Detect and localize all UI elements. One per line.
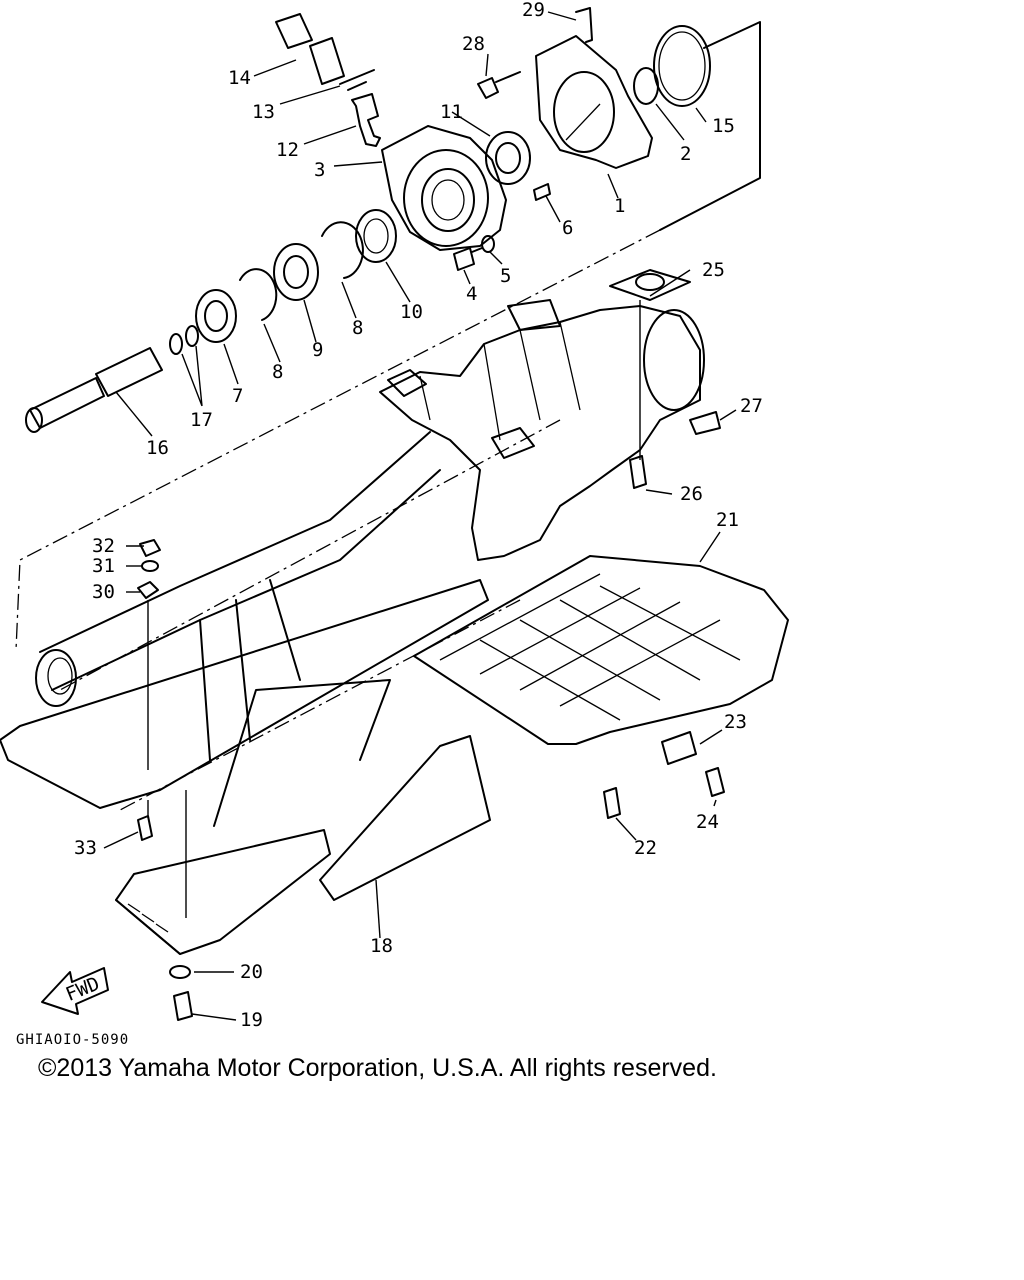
callout-21: 21 [716, 509, 739, 531]
callout-5: 5 [500, 265, 511, 287]
intake-duct [0, 431, 489, 841]
callout-9: 9 [312, 339, 323, 361]
callout-2: 2 [680, 143, 691, 165]
callout-6: 6 [562, 217, 573, 239]
callout-32: 32 [92, 535, 115, 557]
callout-24: 24 [696, 811, 719, 833]
callout-14: 14 [228, 67, 251, 89]
callout-30: 30 [92, 581, 115, 603]
callout-15: 15 [712, 115, 735, 137]
exploded-view-frame [15, 21, 761, 811]
callout-29: 29 [522, 0, 545, 21]
callout-25: 25 [702, 259, 725, 281]
callout-26: 26 [680, 483, 703, 505]
callout-3: 3 [314, 159, 325, 181]
callout-13: 13 [252, 101, 275, 123]
callout-12: 12 [276, 139, 299, 161]
callout-4: 4 [466, 283, 477, 305]
figure-code: GHIAOIO-5090 [16, 1032, 130, 1048]
callout-23: 23 [724, 711, 747, 733]
callout-7: 7 [232, 385, 243, 407]
intake-grate [115, 679, 491, 1021]
callout-33: 33 [74, 837, 97, 859]
callout-labels: 14 13 12 3 11 28 29 15 2 1 6 5 4 10 8 9 … [74, 0, 763, 1031]
jet-pump-housing [379, 269, 721, 561]
callout-31: 31 [92, 555, 115, 577]
callout-19: 19 [240, 1009, 263, 1031]
callout-17: 17 [190, 409, 213, 431]
forward-arrow: FWD [41, 967, 109, 1015]
fwd-label: FWD [63, 973, 103, 1006]
ride-plate [413, 555, 789, 819]
callout-10: 10 [400, 301, 423, 323]
bearing-housing-assembly [25, 7, 711, 433]
callout-27: 27 [740, 395, 763, 417]
callout-28: 28 [462, 33, 485, 55]
callout-18: 18 [370, 935, 393, 957]
leader-lines [103, 11, 737, 1021]
callout-20: 20 [240, 961, 263, 983]
copyright-notice: ©2013 Yamaha Motor Corporation, U.S.A. A… [38, 1054, 717, 1082]
callout-11: 11 [440, 101, 463, 123]
callout-8-upper: 8 [352, 317, 363, 339]
callout-16: 16 [146, 437, 169, 459]
parts-diagram: FWD [0, 0, 789, 1031]
callout-1: 1 [614, 195, 625, 217]
callout-8-lower: 8 [272, 361, 283, 383]
callout-22: 22 [634, 837, 657, 859]
